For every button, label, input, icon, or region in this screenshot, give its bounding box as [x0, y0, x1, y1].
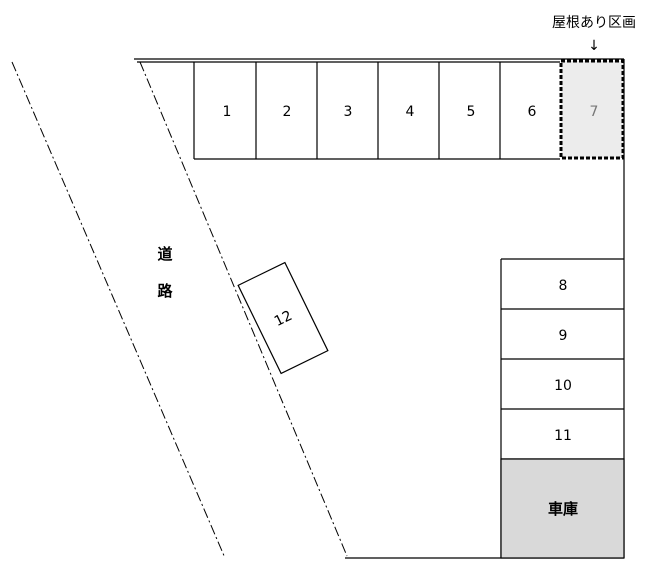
- space-6-number: 6: [528, 104, 537, 120]
- right-column-numbers: 8 9 10 11: [554, 278, 572, 444]
- top-row-numbers: 1 2 3 4 5 6: [223, 104, 537, 120]
- space-3-number: 3: [344, 104, 353, 120]
- road: [11, 61, 348, 559]
- space-12-box: [237, 261, 329, 375]
- road-line-inner: [139, 61, 348, 557]
- space-12-diagonal: 12: [237, 261, 329, 375]
- space-9-number: 9: [559, 328, 568, 344]
- top-row-spaces: [193, 62, 560, 160]
- space-5-number: 5: [467, 104, 476, 120]
- space-7-roofed: [559, 59, 625, 160]
- roof-label: 屋根あり区画: [552, 15, 636, 31]
- space-12-number: 12: [272, 308, 295, 330]
- garage: [500, 458, 625, 559]
- space-1-number: 1: [223, 104, 232, 120]
- space-10-number: 10: [554, 378, 572, 394]
- road-line-outer: [11, 61, 226, 559]
- space-11-number: 11: [554, 428, 572, 444]
- road-label-1: 道: [157, 245, 172, 263]
- roof-arrow: ↓: [588, 38, 600, 54]
- space-7-number: 7: [590, 104, 599, 120]
- garage-label: 車庫: [548, 500, 578, 518]
- space-4-number: 4: [406, 104, 415, 120]
- space-8-number: 8: [559, 278, 568, 294]
- space-2-number: 2: [283, 104, 292, 120]
- road-label-2: 路: [157, 282, 173, 300]
